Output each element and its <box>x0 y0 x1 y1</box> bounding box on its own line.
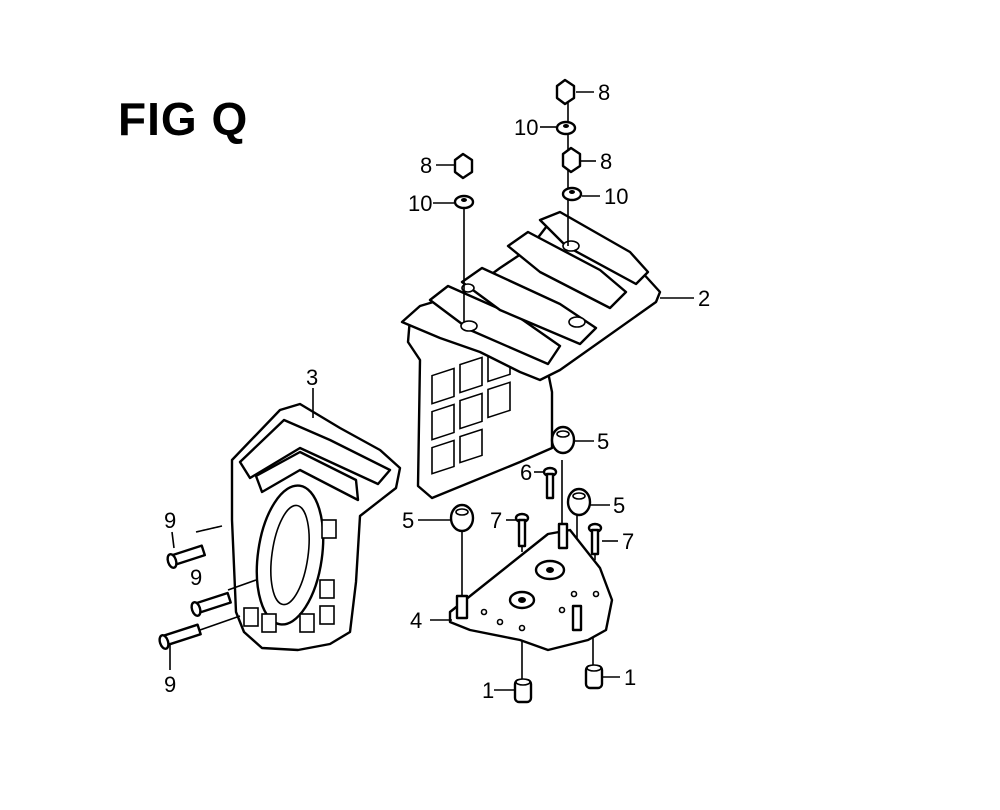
callout-5-right: 5 <box>613 493 625 518</box>
bolt-6 <box>542 466 558 500</box>
callout-5-left: 5 <box>402 508 414 533</box>
bolt-9-lower <box>158 623 202 650</box>
stud-left <box>455 594 469 620</box>
part-2-upper-bracket <box>400 210 662 500</box>
callout-8-top: 8 <box>598 80 610 105</box>
callout-6: 6 <box>520 460 532 485</box>
cap-1-left <box>513 678 533 704</box>
callout-4: 4 <box>410 608 422 633</box>
nut-8-middle <box>561 146 582 174</box>
washer-10-left <box>453 194 475 210</box>
nut-8-left <box>453 152 474 180</box>
stud-center <box>557 522 569 550</box>
screw-7-left <box>514 512 530 552</box>
callout-5-upper: 5 <box>597 429 609 454</box>
rubber-mount-5-left <box>449 503 475 533</box>
callout-leader-lines <box>169 91 694 691</box>
callout-9-lower: 9 <box>164 672 176 697</box>
callout-2: 2 <box>698 286 710 311</box>
washer-10-middle <box>561 186 583 202</box>
washer-10-top <box>555 120 577 136</box>
bolt-9-middle <box>190 591 232 617</box>
callout-3: 3 <box>306 365 318 390</box>
callout-7-right: 7 <box>622 529 634 554</box>
callout-labels: 8 10 8 10 8 10 2 3 5 6 5 5 7 7 9 9 9 4 1… <box>164 80 710 703</box>
figure-title: FIG Q <box>118 93 249 145</box>
callout-1-right: 1 <box>624 665 636 690</box>
callout-10-left: 10 <box>408 191 432 216</box>
callout-9-middle: 9 <box>190 565 202 590</box>
callout-8-middle: 8 <box>600 149 612 174</box>
callout-10-middle: 10 <box>604 184 628 209</box>
callout-7-left: 7 <box>490 508 502 533</box>
callout-10-top: 10 <box>514 115 538 140</box>
nut-8-top <box>555 78 576 106</box>
stud-right <box>571 604 583 632</box>
callout-9-upper: 9 <box>164 508 176 533</box>
callout-8-left: 8 <box>420 153 432 178</box>
bolt-9-upper <box>166 544 207 569</box>
cap-1-right <box>584 664 604 690</box>
part-4-base-plate <box>448 528 614 652</box>
part-3-mount-block <box>230 402 402 652</box>
rubber-mount-5-right <box>566 487 592 517</box>
bolt-9-leader-lines <box>199 579 257 631</box>
screw-7-right <box>587 522 603 560</box>
rubber-mount-5-upper <box>550 425 576 455</box>
callout-1-left: 1 <box>482 678 494 703</box>
